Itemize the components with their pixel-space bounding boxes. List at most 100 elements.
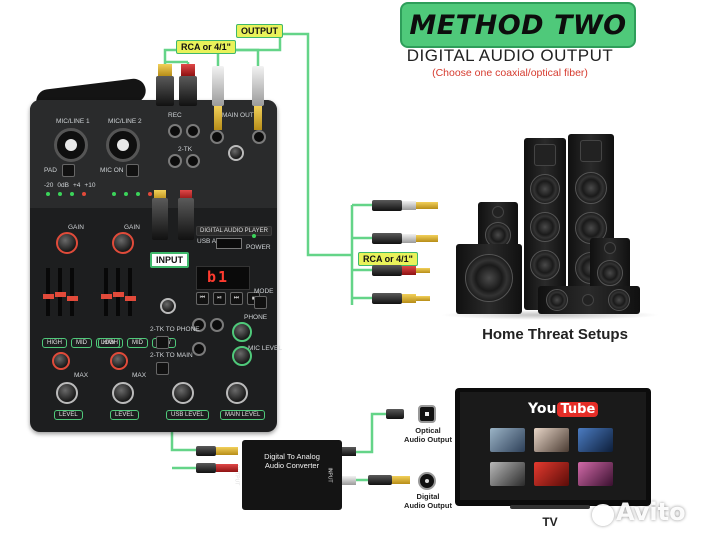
twotk-jack-r[interactable] <box>186 154 200 168</box>
usb-port[interactable] <box>216 238 242 249</box>
fader-mid-2[interactable] <box>112 268 124 316</box>
level-knob-1[interactable] <box>56 382 78 404</box>
digital-output-label: Digital Audio Output <box>404 492 452 510</box>
led <box>124 192 128 196</box>
video-tile[interactable] <box>578 428 613 452</box>
video-tile[interactable] <box>490 428 525 452</box>
rca-plug-right-2-ring <box>402 294 416 303</box>
trs-plug-right-1-sleeve <box>402 201 416 210</box>
twotk-jack-l[interactable] <box>168 154 182 168</box>
level-knob-2[interactable] <box>112 382 134 404</box>
digital-player-label: DIGITAL AUDIO PLAYER <box>196 226 272 236</box>
fader-mid-1[interactable] <box>54 268 66 316</box>
woofer <box>546 289 568 311</box>
play-button[interactable]: ⏯ <box>213 292 226 305</box>
pad-label: PAD <box>44 167 57 174</box>
fader-cap[interactable] <box>54 292 66 297</box>
fader-bank-2 <box>100 268 136 316</box>
rca-plug-right-1-tip <box>416 268 430 273</box>
fader-cap[interactable] <box>66 296 78 301</box>
rca-tag-top: RCA or 4/1" <box>176 40 236 54</box>
main-out-jack-l[interactable] <box>210 130 224 144</box>
fader-cap[interactable] <box>100 294 112 299</box>
led <box>148 192 152 196</box>
method-banner: METHOD TWO <box>400 2 636 48</box>
ch2-label: MIC/LINE 2 <box>108 118 142 125</box>
led <box>136 192 140 196</box>
vol-knob-3[interactable] <box>160 298 176 314</box>
video-tile[interactable] <box>534 428 569 452</box>
xlr-input-2[interactable] <box>106 128 140 162</box>
coax-port-icon <box>418 472 436 490</box>
rec-jack-r[interactable] <box>186 124 200 138</box>
main-level-knob[interactable] <box>226 382 248 404</box>
fader-cap[interactable] <box>42 294 54 299</box>
woofer <box>530 212 560 242</box>
bookshelf-speaker-right <box>590 238 630 294</box>
optical-plug <box>386 409 404 419</box>
mode-button[interactable] <box>254 296 267 309</box>
trs-plug-tip <box>214 106 222 130</box>
gain-knob-2[interactable] <box>112 232 134 254</box>
mic-level-knob[interactable] <box>232 346 252 366</box>
woofer <box>530 174 560 204</box>
rec-jack-l[interactable] <box>168 124 182 138</box>
youtube-tube: Tube <box>557 401 599 417</box>
main-level-label: MAIN LEVEL <box>220 410 266 420</box>
two-tk-phone-button[interactable] <box>156 336 169 349</box>
usb-level-knob[interactable] <box>172 382 194 404</box>
trs-plug-right-2 <box>372 233 402 244</box>
phone-jack-2[interactable] <box>210 318 224 332</box>
gain-label-1: GAIN <box>68 224 84 231</box>
input-tag: INPUT <box>150 252 189 268</box>
fader-high-2[interactable] <box>100 268 112 316</box>
conv-rca-left-2 <box>196 463 216 473</box>
rca-tag-right: RCA or 4/1" <box>358 252 418 266</box>
pad-button[interactable] <box>62 164 75 177</box>
converter-title: Digital To Analog Audio Converter <box>246 452 338 470</box>
video-tile[interactable] <box>534 462 569 486</box>
fader-low-1[interactable] <box>66 268 78 316</box>
main-out-knob[interactable] <box>228 145 244 161</box>
home-setup-label: Home Threat Setups <box>482 326 628 343</box>
trs-plug-silver <box>212 66 224 106</box>
next-button[interactable]: ⏭ <box>230 292 243 305</box>
conv-opt-plug <box>342 447 356 456</box>
phone-knob[interactable] <box>232 322 252 342</box>
power-label: POWER <box>246 244 271 251</box>
subwoofer <box>456 244 522 314</box>
main-out-jack-r[interactable] <box>252 130 266 144</box>
output-tag: OUTPUT <box>236 24 283 38</box>
two-tk-label: 2-TK <box>178 146 193 153</box>
fader-cap[interactable] <box>124 296 136 301</box>
gain-knob-1[interactable] <box>56 232 78 254</box>
phone-label: PHONE <box>244 314 268 321</box>
led <box>70 192 74 196</box>
video-tile[interactable] <box>490 462 525 486</box>
tower-speaker-left <box>524 138 566 310</box>
rca-input-red <box>180 190 192 200</box>
video-tile[interactable] <box>578 462 613 486</box>
gain-label-2: GAIN <box>124 224 140 231</box>
fx-knob-1[interactable] <box>52 352 70 370</box>
power-led <box>252 234 256 238</box>
fx-knob-2[interactable] <box>110 352 128 370</box>
trs-plug-right-1 <box>372 200 402 211</box>
mic-on-button[interactable] <box>126 164 139 177</box>
tv-stand <box>510 505 590 509</box>
eq-label: MID <box>127 338 148 348</box>
xlr-input-1[interactable] <box>54 128 88 162</box>
woofer <box>530 250 560 280</box>
fader-low-2[interactable] <box>124 268 136 316</box>
fader-high-1[interactable] <box>42 268 54 316</box>
coax-plug-body <box>368 475 392 485</box>
two-tk-main-button[interactable] <box>156 362 169 375</box>
phone-jack-1[interactable] <box>192 318 206 332</box>
mic-jack[interactable] <box>192 342 206 356</box>
led-row <box>46 192 152 196</box>
sub-woofer-cone <box>465 254 513 302</box>
prev-button[interactable]: ⏮ <box>196 292 209 305</box>
tv-label: TV <box>542 515 558 529</box>
rca-input-body <box>152 198 168 240</box>
fader-cap[interactable] <box>112 292 124 297</box>
